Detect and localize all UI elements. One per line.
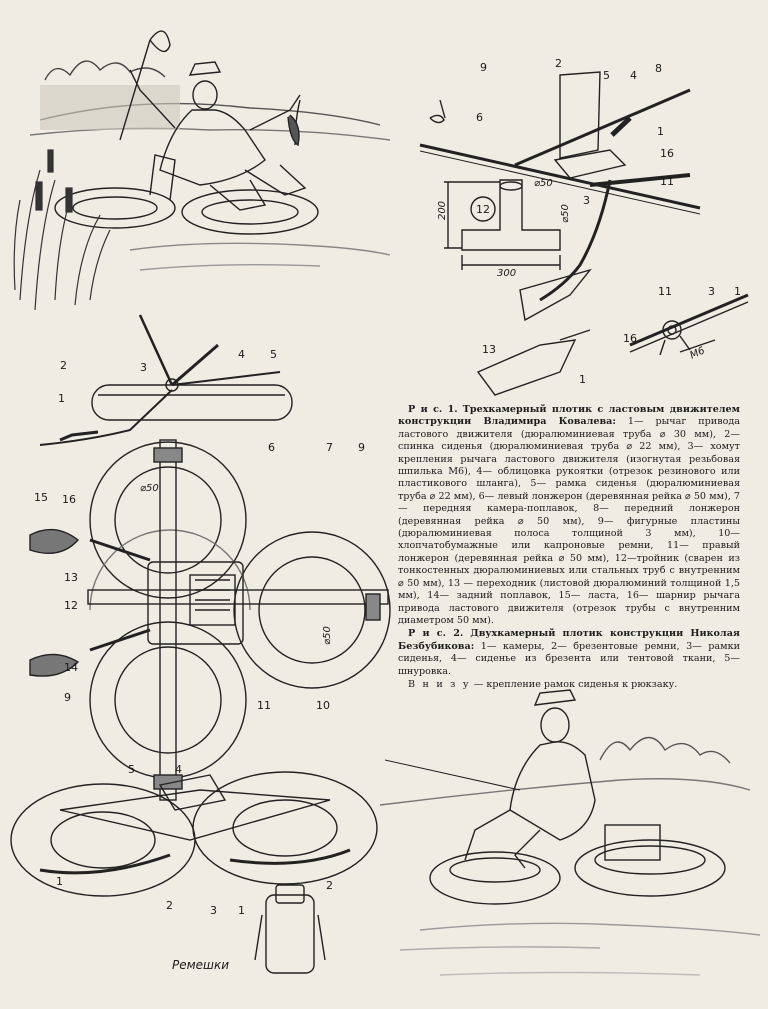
figure2-caption-lead: Р и с. 2. [408,628,464,640]
callout-16: 16 [660,147,674,160]
dimension-300: 300 [497,268,517,279]
callout-4-side: 4 [238,348,245,361]
dimension-diameter-50-plan: ⌀50 [140,483,159,494]
figure-captions: Р и с. 1. Трехкамерный плотик с ластовым… [398,404,740,692]
callout-9-plan: 9 [358,441,365,454]
callout-15-plan: 15 [34,491,48,504]
callout-5-side: 5 [270,348,277,361]
callout-1-adapter: 1 [579,373,586,386]
callout-13-adapter: 13 [482,343,496,356]
callout-10-plan: 10 [316,699,330,712]
callout-5-two: 5 [128,763,135,776]
fisherman-scene-illustration [13,30,391,311]
callout-1-two-right: 1 [238,904,245,917]
callout-12: 12 [476,203,490,216]
callout-4: 4 [630,69,637,82]
callout-16-plan: 16 [62,493,76,506]
callout-2: 2 [555,57,562,70]
dimension-diameter-50: ⌀50 [534,178,553,189]
figure1-caption-title: Трехкамерный плотик с ластовым движителе… [398,404,740,428]
lever-mechanism-detail [419,71,749,396]
raft-side-view [39,314,293,446]
callout-9-plan-lower: 9 [64,691,71,704]
raft-plan-view [29,439,391,801]
callout-3-two: 3 [210,904,217,917]
dimension-diameter-50-vertical: ⌀50 [559,204,571,223]
callout-11-hinge: 11 [658,285,672,298]
callout-9: 9 [480,61,487,74]
callout-2-side: 2 [60,359,67,372]
callout-6-plan: 6 [268,441,275,454]
callout-1-hinge: 1 [734,285,741,298]
callout-11: 11 [660,175,674,188]
figure2-caption-items: 1— камеры, 2— брезентовые ремни, 3— рамк… [398,640,740,677]
figure2-bottom-prefix: В н и з у [408,678,471,690]
callout-5: 5 [603,69,610,82]
dimension-200: 200 [437,200,449,221]
callout-8: 8 [655,62,662,75]
callout-13-plan: 13 [64,571,78,584]
callout-2-two-right: 2 [326,879,333,892]
callout-1: 1 [657,125,664,138]
figure2-bottom-text: — крепление рамок сиденья к рюкзаку. [473,678,678,690]
callout-3-hinge: 3 [708,285,715,298]
figure1-caption-items: 1— рычаг привода ластового движителя (дю… [398,416,740,626]
callout-2-two: 2 [166,899,173,912]
dimension-diameter-50-plan-vertical: ⌀50 [321,626,333,645]
callout-16-hinge: 16 [623,332,637,345]
callout-6: 6 [476,111,483,124]
callout-4-two: 4 [175,763,182,776]
callout-1-two: 1 [56,875,63,888]
figure2-caption-title: Двухкамерный плотик конструкции Николая … [398,628,740,652]
two-chamber-raft-illustration [10,771,378,974]
callout-1-side: 1 [58,392,65,405]
seated-fisherman-illustration [379,689,761,976]
figure1-caption-lead: Р и с. 1. [408,404,458,415]
callout-3-side: 3 [140,361,147,374]
callout-12-plan: 12 [64,599,78,612]
callout-11-plan: 11 [257,699,271,712]
straps-label: Ремешки [172,958,230,972]
callout-14-plan: 14 [64,661,78,674]
callout-7-plan: 7 [326,441,333,454]
callout-3: 3 [583,194,590,207]
